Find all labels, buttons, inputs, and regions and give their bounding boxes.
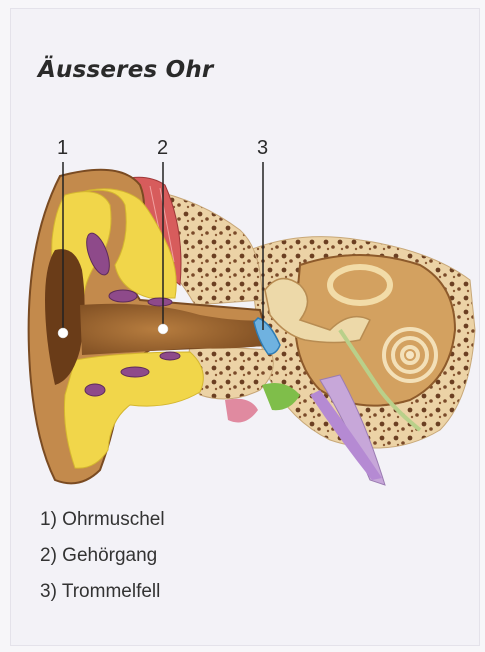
callout-dot-1: [58, 328, 68, 338]
middle-ear-pink: [225, 399, 258, 423]
cochlea-core: [406, 351, 414, 359]
callout-number-3: 3: [257, 137, 268, 160]
legend-item-1: 1) Ohrmuschel: [40, 509, 165, 531]
legend-item-2: 2) Gehörgang: [40, 545, 157, 567]
callout-number-1: 1: [57, 137, 68, 160]
callout-number-2: 2: [157, 137, 168, 160]
callout-dot-2: [158, 324, 168, 334]
legend-item-3: 3) Trommelfell: [40, 581, 160, 603]
